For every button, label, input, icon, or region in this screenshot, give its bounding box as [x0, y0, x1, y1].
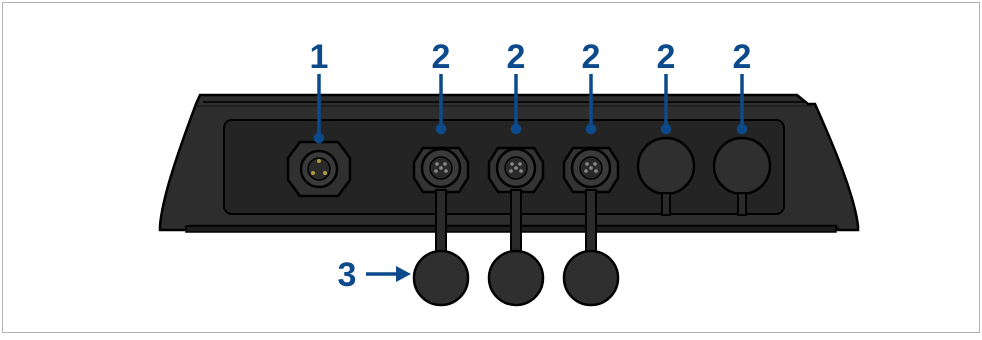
dust-cap-1: [412, 189, 470, 307]
data-connector-1: [412, 146, 470, 194]
arrow-head-icon: [396, 266, 411, 282]
capped-port-1: [636, 136, 696, 216]
connector-pin: [311, 171, 315, 175]
callout-2: 2: [432, 38, 451, 76]
data-connector-3: [562, 146, 620, 194]
capped-port-2: [712, 136, 772, 216]
callout-1: 1: [310, 38, 329, 76]
dust-cap-2: [487, 189, 545, 307]
data-connector-2: [487, 146, 545, 194]
callout-2: 2: [657, 38, 676, 76]
dust-cap-3: [562, 189, 620, 307]
figure-border: [2, 2, 980, 333]
leader-lines: [313, 74, 748, 276]
power-connector: [286, 140, 352, 198]
connector-pin: [317, 159, 321, 163]
connector-pin: [323, 171, 327, 175]
callout-3: 3: [338, 256, 357, 294]
callout-2: 2: [582, 38, 601, 76]
callout-2: 2: [507, 38, 526, 76]
callout-2: 2: [733, 38, 752, 76]
